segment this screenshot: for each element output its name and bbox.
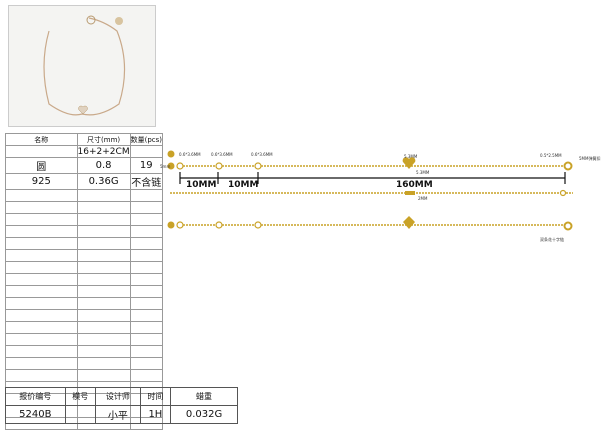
empty-row — [5, 357, 164, 370]
dim-label: 10MM — [228, 180, 259, 190]
header-mold-no: 模号 — [64, 387, 96, 406]
heart-charm-icon — [402, 157, 416, 169]
thickness-label: 2MM — [418, 196, 428, 201]
cell: 不含链 — [129, 173, 164, 190]
empty-row — [5, 345, 164, 358]
product-photo — [8, 5, 156, 127]
dim-label: 10MM — [186, 180, 217, 190]
heart-width-label: 5.3MM — [404, 154, 418, 159]
dim-label: 160MM — [396, 180, 433, 190]
left-mark-label: 5mm — [160, 164, 171, 169]
bead-icon — [167, 221, 175, 229]
ring-label: 0.6*3.6MM — [179, 152, 201, 157]
wax-weight: 0.032G — [170, 405, 238, 424]
ring-label: 0.6*3.6MM — [211, 152, 233, 157]
bead-icon — [167, 150, 175, 158]
end-ring-label: 0.5*2.5MM — [540, 153, 562, 158]
ring-label: 0.6*3.6MM — [251, 152, 273, 157]
heart-height-label: 5.3MM — [416, 170, 430, 175]
bead-icon — [167, 162, 175, 170]
clasp-icon — [563, 221, 573, 231]
clasp-label: 5MM弹簧扣 — [579, 156, 601, 161]
heart-side-icon — [405, 191, 415, 195]
bracelet-image — [43, 15, 126, 116]
chain-label: 双条花十字链 — [540, 237, 564, 242]
time: 1H — [139, 405, 172, 424]
mold-no — [64, 405, 96, 424]
clasp-icon — [563, 161, 573, 171]
heart-charm-icon — [403, 216, 415, 229]
